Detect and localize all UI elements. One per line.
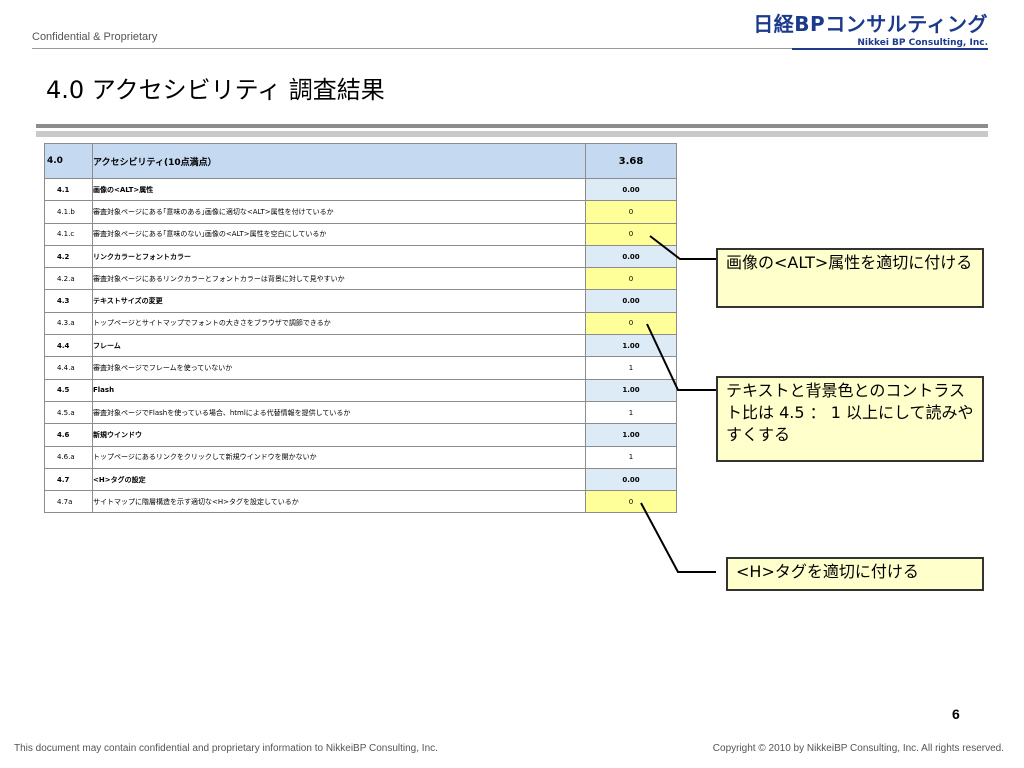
logo-underline bbox=[792, 48, 988, 50]
callout-alt: 画像の<ALT>属性を適切に付ける bbox=[716, 248, 984, 308]
main-score-cell: 3.68 bbox=[585, 143, 677, 179]
main-name-cell: アクセシビリティ(10点満点） bbox=[92, 143, 586, 179]
row-score-cell: 1 bbox=[585, 445, 677, 469]
row-score-cell: 1.00 bbox=[585, 378, 677, 402]
row-score-cell: 0.00 bbox=[585, 467, 677, 492]
page-number: 6 bbox=[952, 706, 960, 722]
row-score-cell: 0 bbox=[585, 311, 677, 336]
row-score-cell: 0 bbox=[585, 267, 677, 291]
logo-main-text: 日経BPコンサルティング bbox=[753, 12, 988, 36]
row-score-cell: 0 bbox=[585, 200, 677, 224]
callout-htag: <H>タグを適切に付ける bbox=[726, 557, 984, 591]
footer-disclaimer: This document may contain confidential a… bbox=[14, 743, 438, 754]
footer-copyright: Copyright © 2010 by NikkeiBP Consulting,… bbox=[712, 743, 1004, 754]
title-divider-light bbox=[36, 131, 988, 137]
header-rule bbox=[32, 48, 794, 49]
company-logo: 日経BPコンサルティング Nikkei BP Consulting, Inc. bbox=[753, 8, 988, 48]
callout-contrast: テキストと背景色とのコントラスト比は 4.5 ： 1 以上にして読みやすくする bbox=[716, 376, 984, 462]
row-score-cell: 0.00 bbox=[585, 177, 677, 202]
row-id-cell: 4.7a bbox=[44, 490, 93, 514]
connector-alt bbox=[649, 235, 716, 260]
confidential-label: Confidential & Proprietary bbox=[32, 31, 158, 43]
connector-contrast bbox=[646, 323, 716, 391]
row-score-cell: 0 bbox=[585, 490, 677, 514]
title-divider-dark bbox=[36, 124, 988, 128]
table-main-row: 4.0 アクセシビリティ(10点満点） 3.68 bbox=[44, 143, 677, 179]
connector-htag bbox=[640, 502, 716, 573]
logo-sub-text: Nikkei BP Consulting, Inc. bbox=[857, 38, 988, 48]
row-score-cell: 0.00 bbox=[585, 244, 677, 269]
row-score-cell: 1.00 bbox=[585, 423, 677, 447]
row-score-cell: 0.00 bbox=[585, 289, 677, 313]
page-title: 4.0 アクセシビリティ 調査結果 bbox=[46, 76, 385, 104]
main-id-cell: 4.0 bbox=[44, 143, 93, 179]
